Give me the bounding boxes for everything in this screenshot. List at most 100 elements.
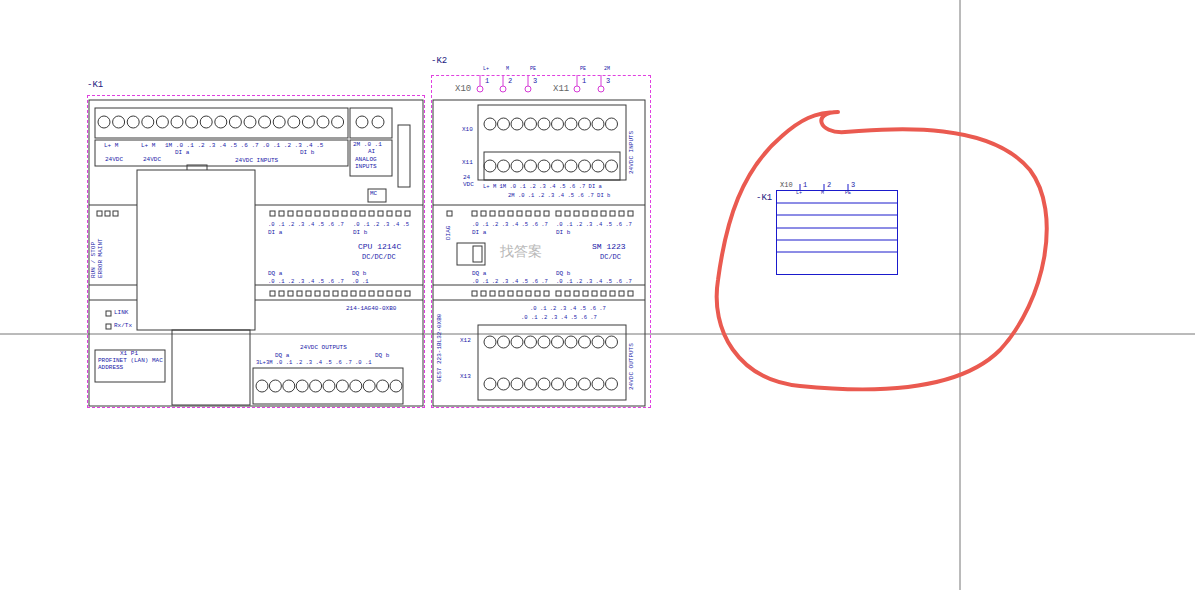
module-label: DI a: [268, 230, 282, 237]
led: [508, 291, 513, 296]
screw-terminal: [484, 378, 496, 390]
module-label: 24VDC OUTPUTS: [629, 343, 636, 390]
module-label: PE: [530, 67, 536, 73]
led: [544, 211, 549, 216]
led: [387, 291, 392, 296]
led: [490, 291, 495, 296]
screw-terminal: [356, 116, 368, 128]
module-label: .0 .1 .2 .3 .4 .5 .6 .7: [530, 306, 606, 312]
led: [396, 211, 401, 216]
module-label: .0 .1 .2 .3 .4 .5 .6 .7: [472, 279, 548, 285]
module-label: DIAG: [446, 226, 453, 240]
module-label: DI a: [175, 150, 189, 157]
led: [360, 291, 365, 296]
sm-module: [433, 100, 645, 406]
pin-circle: [574, 86, 580, 92]
led: [472, 211, 477, 216]
screw-terminal: [525, 160, 537, 172]
led: [378, 211, 383, 216]
led: [297, 291, 302, 296]
module-label: .0 .1 .2 .3 .4 .5 .6 .7: [521, 315, 597, 321]
module-label: DQ b: [352, 271, 366, 278]
pin-line: [601, 75, 602, 86]
small-table: [776, 184, 898, 252]
led: [526, 291, 531, 296]
screw-terminal: [288, 116, 300, 128]
screw-terminal: [244, 116, 256, 128]
module-label: 1: [485, 77, 489, 85]
terminal-block: [478, 325, 626, 400]
screw-terminal: [565, 118, 577, 130]
led: [565, 291, 570, 296]
led: [517, 291, 522, 296]
screw-terminal: [484, 160, 496, 172]
screw-terminal: [256, 380, 268, 392]
module-label: DC/DC/DC: [362, 253, 396, 261]
led: [490, 211, 495, 216]
crosshair-line: [960, 0, 961, 590]
table-line: [776, 215, 898, 216]
led: [535, 211, 540, 216]
screw-terminal: [377, 380, 389, 392]
module-label: 2M: [604, 67, 610, 73]
module-label: 24VDC: [105, 157, 123, 164]
led: [601, 291, 606, 296]
led: [574, 211, 579, 216]
module-label: X13: [460, 374, 471, 381]
module-label: DQ a: [268, 271, 282, 278]
screw-terminal: [259, 116, 271, 128]
led: [360, 211, 365, 216]
led: [306, 291, 311, 296]
led: [342, 211, 347, 216]
led: [628, 211, 633, 216]
screw-terminal: [552, 378, 564, 390]
led: [106, 311, 111, 316]
screw-terminal: [296, 380, 308, 392]
module-label: Rx/Tx: [114, 323, 132, 330]
pin-line: [480, 75, 481, 86]
screw-terminal: [215, 116, 227, 128]
module-label: X11: [553, 84, 569, 94]
module-label: .0 .1 .2 .3 .4 .5 .6 .7: [556, 279, 632, 285]
module-label: .0 .1 .2 .3 .4 .5 .6 .7: [472, 222, 548, 228]
housing-line: [433, 205, 645, 206]
screw-terminal: [565, 378, 577, 390]
table-line: [776, 228, 898, 229]
module-label: L+ M: [141, 143, 155, 150]
screw-terminal: [200, 116, 212, 128]
led: [619, 291, 624, 296]
module-label: AI: [368, 149, 375, 156]
led: [270, 211, 275, 216]
screw-terminal: [302, 116, 314, 128]
led: [333, 211, 338, 216]
module-label: 3: [851, 181, 855, 189]
module-label: 3: [533, 77, 537, 85]
device-tag: -K1: [87, 81, 103, 91]
led: [351, 291, 356, 296]
led: [106, 324, 111, 329]
screw-terminal: [579, 118, 591, 130]
housing-line: [255, 300, 423, 301]
terminal-block: [95, 108, 348, 138]
led: [619, 211, 624, 216]
screw-terminal: [171, 116, 183, 128]
module-label: .0 .1 .2 .3 .4 .5 .6 .7: [556, 222, 632, 228]
screw-terminal: [538, 336, 550, 348]
module-label: 24 VDC: [463, 175, 483, 189]
pin-line: [528, 75, 529, 86]
led: [583, 211, 588, 216]
screw-terminal: [390, 380, 402, 392]
led: [565, 211, 570, 216]
screw-terminal: [606, 336, 618, 348]
led: [324, 211, 329, 216]
led: [97, 211, 102, 216]
module-label: 3L+3M .0 .1 .2 .3 .4 .5 .6 .7 .0 .1: [256, 360, 372, 366]
table-line: [776, 252, 898, 253]
module-label: .0 .1 .2 .3 .4 .5 .6 .7: [268, 279, 344, 285]
module-label: L+ M 1M .0 .1 .2 .3 .4 .5 .6 .7 DI a: [483, 184, 602, 190]
module-label: X11: [462, 160, 473, 167]
pin-line: [577, 75, 578, 86]
led: [279, 211, 284, 216]
led: [544, 291, 549, 296]
